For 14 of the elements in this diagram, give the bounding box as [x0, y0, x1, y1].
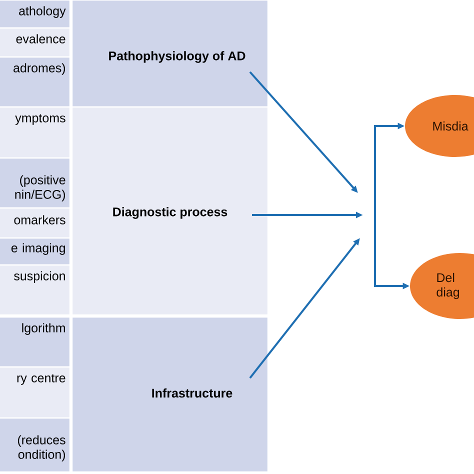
table-cell: (reduces ondition)	[0, 417, 71, 473]
table-cell: lgorithm	[0, 316, 71, 368]
table-cell: (positive nin/ECG)	[0, 157, 71, 209]
table-cell: adromes)	[0, 56, 71, 108]
table-cell: ymptoms	[0, 106, 71, 159]
table-cell: athology	[0, 0, 71, 29]
table-cell: e imaging	[0, 237, 71, 266]
category-cell: Pathophysiology of AD	[71, 0, 269, 108]
table-cell: suspicion	[0, 264, 71, 316]
table-cell: evalence	[0, 27, 71, 58]
table-cell: ry centre	[0, 366, 71, 419]
category-cell: Infrastructure	[71, 316, 269, 473]
table-cell: omarkers	[0, 207, 71, 239]
category-cell: Diagnostic process	[71, 106, 269, 316]
